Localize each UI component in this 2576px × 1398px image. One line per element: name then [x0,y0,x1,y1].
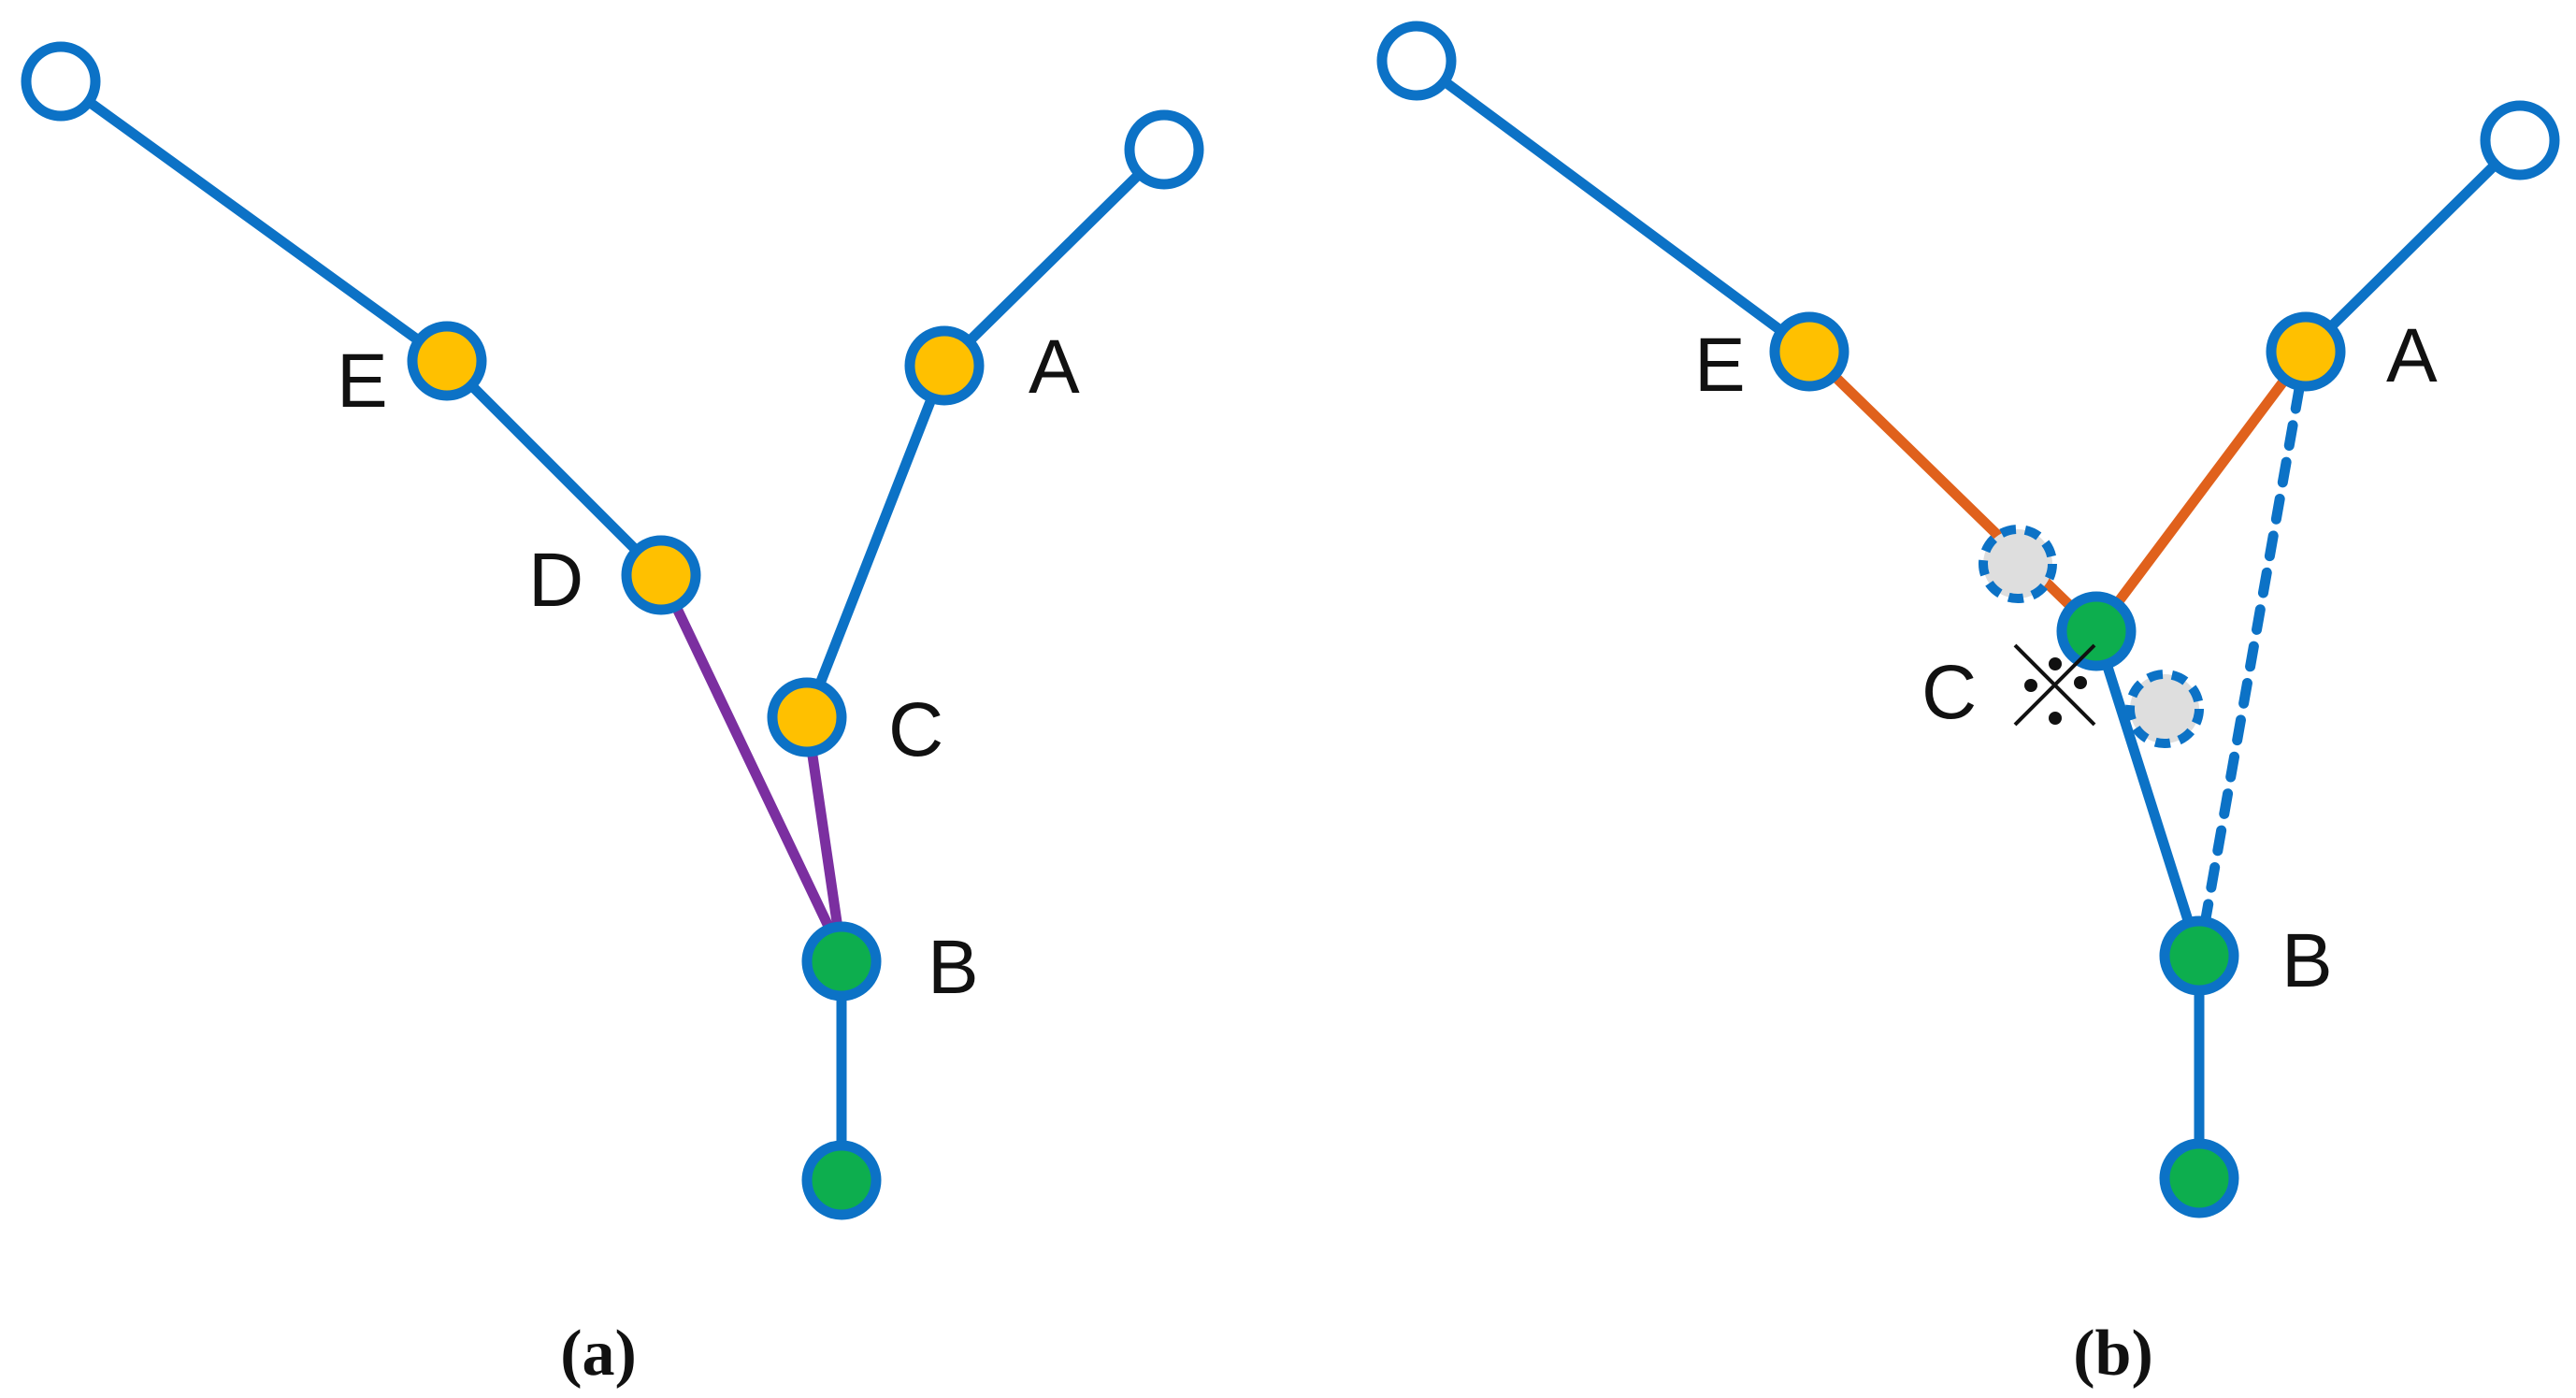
edge-a-c-to-b [801,712,847,959]
edge-b-top-left-to-e [1411,55,1815,357]
edge-b-top-right-to-a [2300,135,2526,357]
cross-dot-bottom [2049,712,2062,725]
caption-a: (a) [560,1318,637,1390]
cross-stroke-2 [2013,643,2096,727]
caption-b: (b) [2073,1318,2153,1390]
node-b-top-left [1376,21,1457,101]
node-b-bottom [2159,1138,2239,1218]
node-b-a [2266,311,2346,392]
label-a-d: D [528,538,583,623]
node-a-b [801,921,882,1002]
merge-cross-mark [2013,643,2096,727]
node-a-a [904,325,985,406]
node-a-c [767,677,847,757]
label-a-e: E [337,339,388,424]
edge-a-top-right-to-a [939,144,1170,371]
node-b-ghost-upper [1979,525,2057,603]
node-a-top-right [1124,109,1204,190]
node-a-bottom [801,1140,882,1220]
node-a-top-left [21,41,101,122]
label-b-c: C [1921,650,1977,735]
label-b-a: A [2386,313,2438,398]
panel-a: E D A C B (a) [21,41,1204,1390]
label-a-a: A [1029,324,1080,410]
cross-dot-top [2049,657,2062,670]
edge-a-e-to-d [441,355,667,581]
node-b-c [2056,591,2137,671]
cross-dot-right [2074,676,2087,689]
node-a-e [407,321,487,401]
node-b-ghost-lower [2125,670,2204,748]
label-a-b: B [928,925,979,1010]
panel-b: E A C B (b) [1376,21,2560,1390]
label-a-c: C [888,687,943,772]
edge-a-a-to-c [801,360,950,723]
node-b-e [1769,311,1849,392]
label-b-e: E [1694,323,1746,408]
edge-b-a-to-b-dashed [2194,346,2311,961]
node-a-d [621,535,701,615]
edge-b-c-to-b [2091,626,2205,961]
edge-b-e-to-c [1804,346,2102,637]
node-b-b [2159,915,2239,996]
node-b-top-right [2480,100,2560,180]
cross-dot-left [2024,679,2037,692]
edge-a-top-left-to-e [55,76,453,367]
label-b-b: B [2281,918,2333,1003]
edge-b-a-to-c [2091,346,2311,637]
edge-a-d-to-b [655,569,847,959]
